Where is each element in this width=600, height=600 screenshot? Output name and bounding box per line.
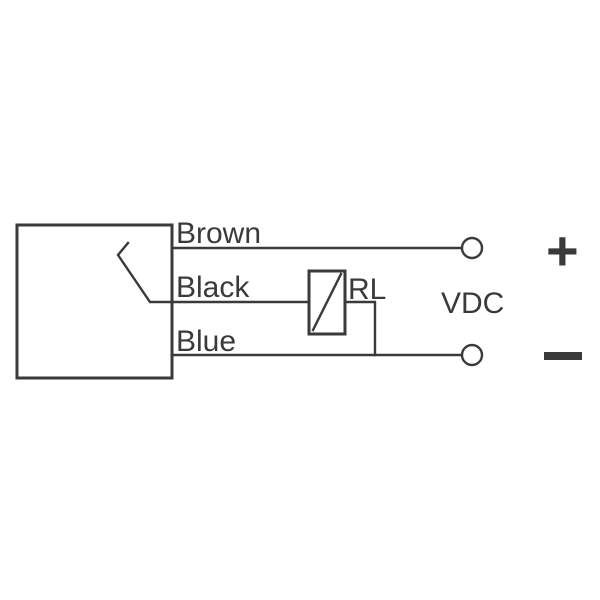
negative-sign-bar [544,352,582,360]
relay-coil-diagonal [311,272,343,332]
relay-return-wire [343,300,377,357]
switch-contact [116,241,174,304]
supply-label: VDC [441,287,504,320]
relay-label: RL [348,273,386,306]
positive-terminal [460,236,484,260]
brown-wire-label: Brown [176,217,261,250]
negative-terminal [460,343,484,367]
black-wire-label: Black [176,271,250,304]
blue-wire-label: Blue [176,325,236,358]
positive-sign: + [546,219,579,282]
negative-sign: – [545,324,576,387]
